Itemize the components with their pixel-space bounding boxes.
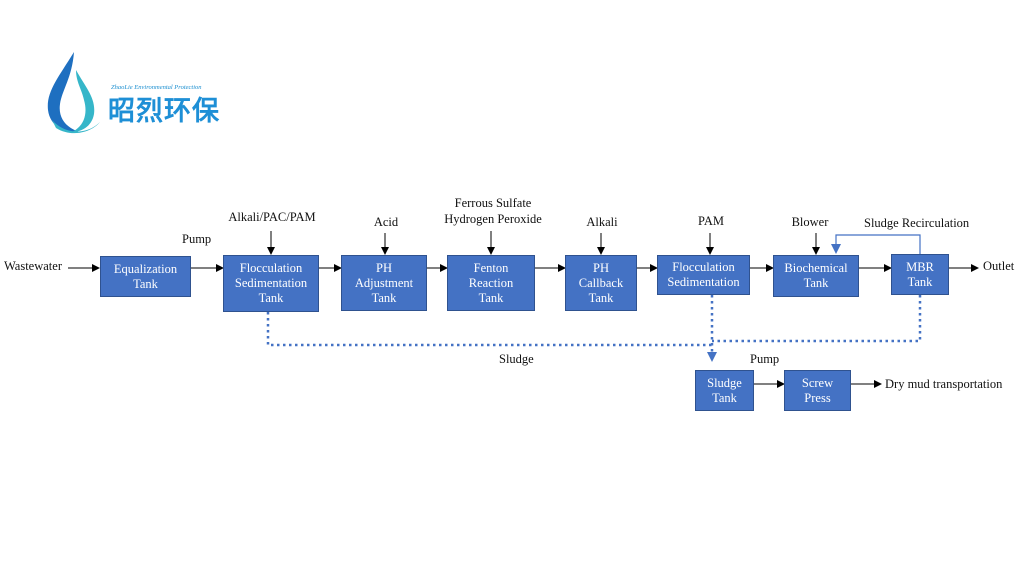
sludge-recirculation-line (831, 234, 921, 254)
ph-callback-tank: PH Callback Tank (565, 255, 637, 311)
sludge-line-flocculation (266, 312, 712, 347)
label-wastewater: Wastewater (4, 259, 62, 273)
fenton-reaction-tank: Fenton Reaction Tank (447, 255, 535, 311)
main-flow-arrows (68, 264, 979, 388)
label-alkali-pac-pam: Alkali/PAC/PAM (228, 210, 316, 224)
sludge-tank: Sludge Tank (695, 370, 754, 411)
brand-name-cn: 昭烈环保 (108, 96, 220, 127)
ph-adjustment-tank: PH Adjustment Tank (341, 255, 427, 311)
dosing-arrows (267, 231, 820, 255)
brand-name-en: ZhaoLie Environmental Protection (111, 84, 202, 91)
sludge-dotted-lines (266, 295, 922, 362)
label-sludge: Sludge (499, 352, 534, 366)
logo-drop-icon (47, 52, 100, 134)
label-ferrous-hydrogen: Ferrous Sulfate Hydrogen Peroxide (444, 196, 542, 226)
biochemical-tank: Biochemical Tank (773, 255, 859, 297)
label-pump-1: Pump (182, 232, 212, 246)
label-alkali: Alkali (586, 215, 618, 229)
label-pam: PAM (698, 214, 724, 228)
label-acid: Acid (373, 215, 399, 229)
label-outlet: Outlet (983, 259, 1015, 273)
equalization-tank: Equalization Tank (100, 256, 191, 297)
label-sludge-recirculation: Sludge Recirculation (864, 216, 970, 230)
label-pump-2: Pump (750, 352, 780, 366)
mbr-tank: MBR Tank (891, 254, 949, 295)
flocculation-sedimentation-2: Flocculation Sedimentation (657, 255, 750, 295)
label-dry-mud-transportation: Dry mud transportation (885, 377, 1003, 391)
sludge-line-mbr (712, 295, 922, 343)
flocculation-sedimentation-tank: Flocculation Sedimentation Tank (223, 255, 319, 312)
screw-press: Screw Press (784, 370, 851, 411)
label-blower: Blower (791, 215, 829, 229)
